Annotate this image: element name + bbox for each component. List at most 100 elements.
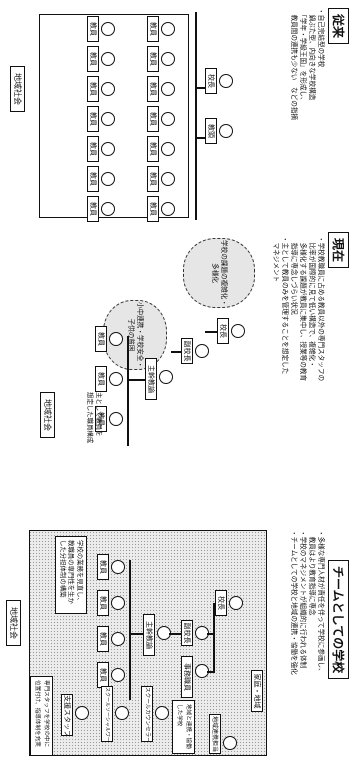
teacher-head (101, 172, 115, 186)
present-connector (171, 351, 181, 353)
teacher-head (101, 202, 115, 216)
team-region-staff-label: 地域連携担当 (209, 714, 221, 754)
present-cloud-issues: 学校の課題の複雑化・多様化 (183, 238, 255, 308)
present-vice-label: 副校長 (181, 338, 193, 364)
teacher-label: 教員 (147, 16, 159, 42)
teacher-head (109, 332, 123, 346)
past-note-line: 「学年・学級王国」を形成し、 (299, 8, 307, 104)
teacher-label: 教員 (87, 16, 99, 42)
team-lead-label: 主幹教諭 (143, 614, 155, 656)
team-counselor-head (155, 706, 169, 720)
teacher-label: 教員 (97, 662, 109, 688)
present-note-line: ・主として教員のみを管理することを想定した (281, 236, 289, 375)
past-principal-label: 校長 (205, 68, 217, 94)
present-note-line: マネジメント (272, 236, 280, 283)
team-connector (207, 633, 215, 635)
teacher-label: 教員 (87, 76, 99, 102)
teacher-label: 教員 (95, 366, 107, 392)
present-notes: ・学校教職員に占める教員以外の専門スタッフの 比率が国際的に見て低い構造で、複雑… (271, 236, 325, 381)
teacher-head (101, 22, 115, 36)
teacher-head (101, 142, 115, 156)
team-note-line: ・チームとしての学校と地域の連携・協働を強化 (290, 530, 298, 675)
teacher-head (161, 22, 175, 36)
team-social-worker-label: スクールソーシャルワーカー (101, 686, 113, 742)
present-connector (129, 379, 145, 381)
teacher-label: 教員 (147, 196, 159, 222)
team-social-worker-head (115, 706, 129, 720)
teacher-label: 教員 (147, 106, 159, 132)
present-principal-label: 校長 (217, 318, 229, 344)
past-vice-head (219, 124, 233, 138)
teacher-head (161, 112, 175, 126)
heading-team: チームとしての学校 (328, 560, 349, 680)
teacher-label: 教員 (87, 166, 99, 192)
teacher-label: 教員 (97, 590, 109, 616)
past-connector (196, 137, 205, 139)
teacher-head (161, 52, 175, 66)
teacher-head (101, 82, 115, 96)
teacher-label: 教員 (87, 136, 99, 162)
team-region-band: 家庭・地域 (251, 670, 263, 712)
teacher-label: 教員 (87, 46, 99, 72)
present-connector (205, 331, 217, 333)
teacher-label: 教員 (97, 554, 109, 580)
team-principal-head (229, 596, 243, 610)
present-principal-head (231, 324, 245, 338)
team-callout-region: 地域と連携・協働した学校 (172, 700, 195, 754)
team-counselor-label: スクールカウンセラー (141, 686, 153, 742)
team-connector (131, 633, 143, 635)
present-note-line: 指導に専念しづらい状況 (290, 236, 298, 315)
team-note-line: 教員はより教育指導に専念 (308, 530, 316, 616)
teacher-head (161, 142, 175, 156)
teacher-label: 教員 (95, 326, 107, 352)
past-lid-line (195, 12, 197, 220)
team-note-line: ・学校のマネジメントが組織的に行われる体制 (299, 530, 307, 669)
past-note-line: ・自己完結型の学校 (317, 8, 325, 68)
team-notes: ・多様な専門人材が責任を伴って学校に参画し、 教員はより教育指導に専念 ・学校の… (289, 530, 325, 675)
past-notes: ・自己完結型の学校 鍋ぶた型、内向きな学校構造 「学年・学級王国」を形成し、 教… (289, 8, 325, 120)
teacher-head (111, 668, 125, 682)
team-callout-workshare: 学校の業務を見直し、教職員の専門性を生かした分担体制の構築 (55, 536, 87, 614)
present-note-line: ・学校教職員に占める教員以外の専門スタッフの (317, 236, 325, 382)
teacher-head (101, 112, 115, 126)
under-note-line: 主として教員を (95, 392, 103, 437)
teacher-head (109, 372, 123, 386)
team-support-label: 支援スタッフ (61, 694, 73, 736)
past-community-label: 地域社会 (10, 66, 25, 112)
cloud-text: 学校の課題の複雑化・多様化 (211, 240, 228, 306)
team-principal-label: 校長 (215, 590, 227, 616)
past-vice-label: 教頭 (205, 118, 217, 144)
present-note-line: 多様化する課題が教員に集中し、授業等の教育 (299, 236, 307, 382)
teacher-head (111, 596, 125, 610)
present-lead-head (159, 370, 173, 384)
teacher-head (161, 202, 175, 216)
present-under-note: 主として教員を 想定した職員構成 (85, 392, 103, 443)
past-note-line: 教員間の連携も少ない などの指摘 (290, 8, 298, 121)
team-connector (207, 671, 215, 673)
past-principal-head (219, 74, 233, 88)
past-structure: 校長 教頭 (33, 12, 243, 220)
teacher-head (161, 172, 175, 186)
present-community-label: 地域社会 (40, 392, 55, 438)
heading-past: 従来 (328, 8, 349, 45)
under-note-line: 想定した職員構成 (86, 392, 94, 444)
team-office-label: 事務職員 (181, 656, 193, 698)
teacher-head (161, 82, 175, 96)
team-support-head (75, 706, 89, 720)
present-lead-label: 主幹教諭 (145, 358, 157, 400)
heading-present: 現在 (328, 232, 349, 269)
team-community-label: 地域社会 (6, 600, 21, 646)
teacher-head (111, 560, 125, 574)
team-region-staff-head (223, 736, 237, 750)
teacher-label: 教員 (147, 76, 159, 102)
teacher-label: 教員 (87, 196, 99, 222)
teacher-label: 教員 (147, 166, 159, 192)
team-callout-specialists: 専門スタッフを学校の中に位置付け、指導体制を充実 (30, 676, 53, 756)
teacher-head (111, 632, 125, 646)
teacher-head (109, 412, 123, 426)
present-note-line: 比率が国際的に見て低い構造で、複雑化・ (308, 236, 316, 368)
teacher-head (101, 52, 115, 66)
teacher-label: 教員 (97, 626, 109, 652)
past-note-line: 鍋ぶた型、内向きな学校構造 (308, 8, 316, 101)
